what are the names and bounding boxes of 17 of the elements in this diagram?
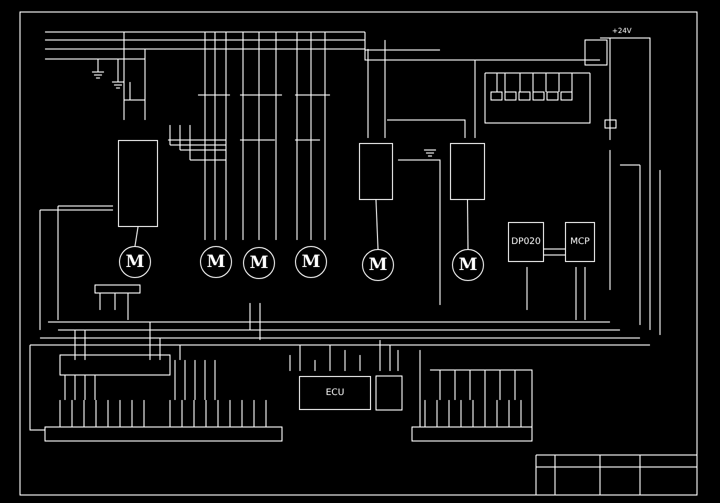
controller-box: MCP — [565, 222, 595, 262]
motor-symbol: M — [200, 246, 232, 278]
inverter-box — [118, 140, 158, 227]
motor-symbol: M — [295, 246, 327, 278]
inverter-box — [359, 143, 393, 200]
wire — [544, 254, 566, 256]
wire — [376, 200, 378, 250]
wire — [134, 226, 138, 246]
wire — [544, 248, 566, 250]
motor-symbol: M — [452, 249, 484, 281]
inverter-box — [450, 143, 485, 200]
controller-box: ECU — [299, 376, 371, 410]
wire — [467, 200, 468, 250]
motor-symbol: M — [119, 246, 151, 278]
motor-symbol: M — [243, 247, 275, 279]
controller-box: DP020 — [508, 222, 544, 262]
motor-symbol: M — [362, 249, 394, 281]
